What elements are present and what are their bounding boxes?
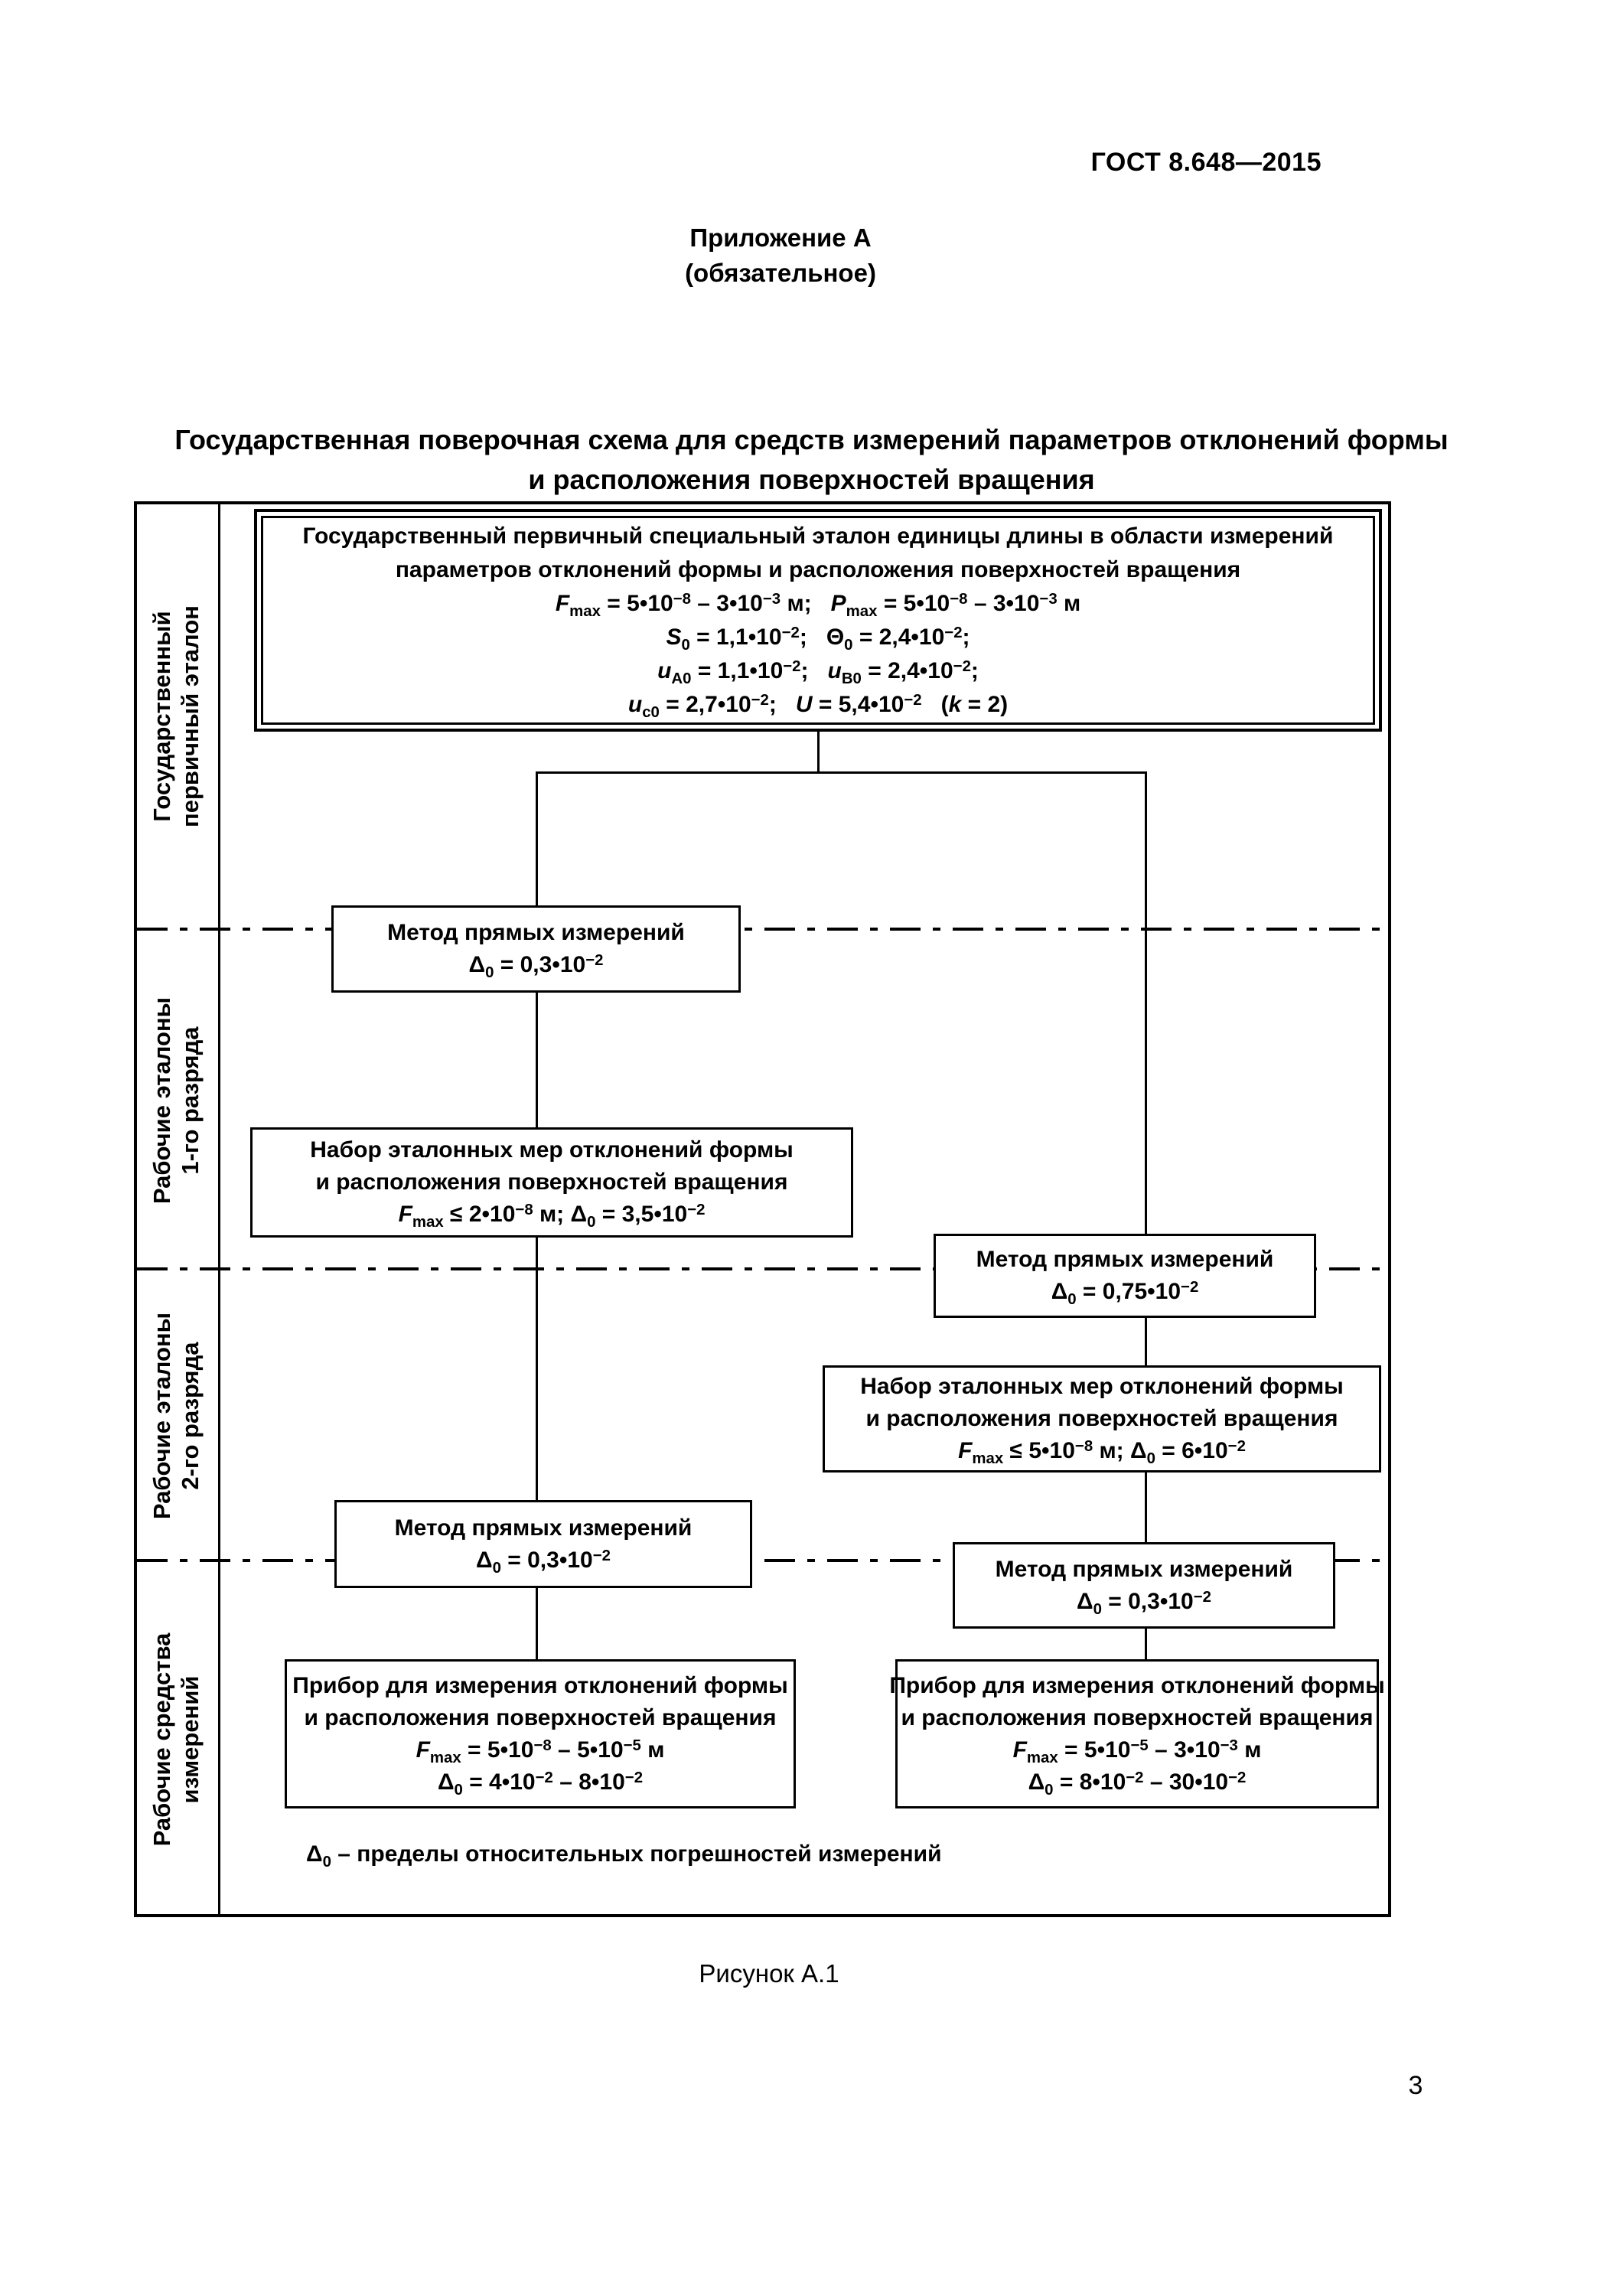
label-column-divider xyxy=(218,504,220,1914)
scheme-title-line1: Государственная поверочная схема для сре… xyxy=(174,424,1449,455)
connector-right-2 xyxy=(1145,1316,1147,1368)
scheme-frame: Государственный первичный специальный эт… xyxy=(134,501,1391,1917)
gost-code: ГОСТ 8.648—2015 xyxy=(1090,148,1322,177)
connector-left-1 xyxy=(536,771,538,909)
connector-primary-down xyxy=(817,730,820,773)
appendix-title: Приложение А xyxy=(689,223,872,252)
connector-left-3 xyxy=(536,1236,538,1502)
scheme-title: Государственная поверочная схема для сре… xyxy=(77,420,1546,500)
row-separator-1 xyxy=(137,928,1388,931)
row-separator-3 xyxy=(137,1559,1388,1562)
row-label-working-standard-2: Рабочие эталоны 2-го разряда xyxy=(148,1312,204,1520)
connector-left-2 xyxy=(536,991,538,1129)
connector-right-3 xyxy=(1145,1470,1147,1544)
appendix-subtitle: (обязательное) xyxy=(685,259,876,287)
page-number: 3 xyxy=(1408,2071,1423,2100)
row-label-working-instruments: Рабочие средства измерений xyxy=(148,1632,204,1847)
primary-standard-box-inner: Государственный первичный специальный эт… xyxy=(261,516,1375,725)
connector-left-4 xyxy=(536,1587,538,1662)
appendix-heading: Приложение А (обязательное) xyxy=(207,220,1354,291)
row-label-working-standard-1: Рабочие эталоны 1-го разряда xyxy=(148,996,204,1205)
connector-right-1 xyxy=(1145,771,1147,1236)
connector-branch-horizontal xyxy=(536,771,1147,774)
primary-standard-box: Государственный первичный специальный эт… xyxy=(254,509,1382,732)
footnote-delta: Δ0 – пределы относительных погрешностей … xyxy=(306,1841,942,1870)
row-separator-2 xyxy=(137,1267,1388,1270)
figure-caption: Рисунок А.1 xyxy=(699,1959,839,1988)
scheme-title-line2: и расположения поверхностей вращения xyxy=(528,464,1095,495)
connector-right-4 xyxy=(1145,1626,1147,1662)
row-label-primary-standard: Государственный первичный эталон xyxy=(148,605,204,827)
